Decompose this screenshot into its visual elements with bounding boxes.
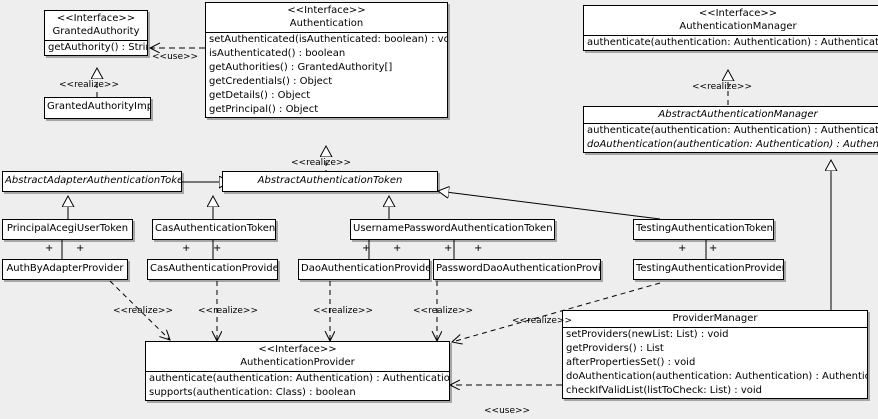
operation: setProviders(newList: List) : void <box>566 329 729 340</box>
edge-label-use-granted-authority: <<use>> <box>152 52 199 62</box>
edge-label-realize-cas-authentication-provider: <<realize>> <box>198 306 258 316</box>
class-header: <<Interface>> Authentication <box>206 3 447 32</box>
multiplicity-mark: + <box>76 243 85 254</box>
class-name: PrincipalAcegiUserToken <box>6 223 129 234</box>
class-name: Authentication <box>289 18 364 29</box>
class-header: <<Interface>> GrantedAuthority <box>45 11 147 40</box>
class-name: AuthByAdapterProvider <box>6 263 124 274</box>
class-name: GrantedAuthorityImpl <box>47 101 151 112</box>
stereotype-label: <<Interface>> <box>56 13 136 24</box>
class-name: GrantedAuthority <box>52 26 140 37</box>
class-name: ProviderManager <box>672 313 758 324</box>
class-name: AbstractAdapterAuthenticationToken <box>5 175 182 186</box>
class-authentication-manager[interactable]: <<Interface>> AuthenticationManager auth… <box>583 5 878 51</box>
operation: setAuthenticated(isAuthenticated: boolea… <box>209 34 448 45</box>
operations-compartment: authenticate(authentication: Authenticat… <box>584 35 878 50</box>
operation: getAuthority() : String <box>48 42 148 53</box>
operation: getPrincipal() : Object <box>209 104 319 115</box>
multiplicity-mark: + <box>213 243 222 254</box>
class-abstract-adapter-authentication-token[interactable]: AbstractAdapterAuthenticationToken <box>2 171 182 192</box>
edge-label-realize-password-dao-authentication-provider: <<realize>> <box>413 306 473 316</box>
multiplicity-mark: + <box>45 243 54 254</box>
class-cas-authentication-token[interactable]: CasAuthenticationToken <box>152 219 276 240</box>
operations-compartment: authenticate(authentication: Authenticat… <box>584 123 878 152</box>
class-header: ProviderManager <box>563 311 867 327</box>
edge-label-realize-testing-authentication-provider: <<realize>> <box>512 316 572 326</box>
multiplicity-mark: + <box>393 243 402 254</box>
operation: authenticate(authentication: Authenticat… <box>587 37 878 48</box>
class-header: AbstractAuthenticationManager <box>584 107 878 123</box>
multiplicity-mark: + <box>678 243 687 254</box>
class-granted-authority[interactable]: <<Interface>> GrantedAuthority getAuthor… <box>44 10 148 56</box>
class-provider-manager[interactable]: ProviderManager setProviders(newList: Li… <box>562 310 868 399</box>
stereotype-label: <<Interface>> <box>287 5 366 16</box>
class-testing-authentication-provider[interactable]: TestingAuthenticationProvider <box>633 259 784 280</box>
class-name: DaoAuthenticationProvider <box>301 263 430 274</box>
operation: authenticate(authentication: Authenticat… <box>587 125 878 136</box>
operations-compartment: setAuthenticated(isAuthenticated: boolea… <box>206 32 447 117</box>
class-abstract-authentication-token[interactable]: AbstractAuthenticationToken <box>222 171 438 192</box>
operation: afterPropertiesSet() : void <box>566 357 696 368</box>
operations-compartment: getAuthority() : String <box>45 40 147 55</box>
multiplicity-mark: + <box>444 243 453 254</box>
stereotype-label: <<Interface>> <box>698 8 778 19</box>
operation: getCredentials() : Object <box>209 76 333 87</box>
operation: checkIfValidList(listToCheck: List) : vo… <box>566 385 763 396</box>
multiplicity-mark: + <box>362 243 371 254</box>
edge-label-realize-abstract-authentication-token: <<realize>> <box>291 158 351 168</box>
multiplicity-mark: + <box>182 243 191 254</box>
stereotype-label: <<Interface>> <box>258 344 337 355</box>
operation: getProviders() : List <box>566 343 664 354</box>
class-name: CasAuthenticationProvider <box>150 263 278 274</box>
multiplicity-mark: + <box>709 243 718 254</box>
operations-compartment: setProviders(newList: List) : void getPr… <box>563 327 867 398</box>
class-dao-authentication-provider[interactable]: DaoAuthenticationProvider <box>298 259 430 280</box>
edge-label-realize-dao-authentication-provider: <<realize>> <box>313 306 373 316</box>
class-header: <<Interface>> AuthenticationManager <box>584 6 878 35</box>
class-name: CasAuthenticationToken <box>155 223 276 234</box>
class-principal-acegi-user-token[interactable]: PrincipalAcegiUserToken <box>2 219 133 240</box>
class-granted-authority-impl[interactable]: GrantedAuthorityImpl <box>44 97 151 119</box>
class-abstract-authentication-manager[interactable]: AbstractAuthenticationManager authentica… <box>583 106 878 153</box>
operations-compartment: authenticate(authentication: Authenticat… <box>146 371 449 400</box>
edge-label-realize-auth-by-adapter-provider: <<realize>> <box>113 306 173 316</box>
class-username-password-authentication-token[interactable]: UsernamePasswordAuthenticationToken <box>350 219 555 240</box>
class-authentication[interactable]: <<Interface>> Authentication setAuthenti… <box>205 2 448 118</box>
class-header: <<Interface>> AuthenticationProvider <box>146 342 449 371</box>
class-name: AuthenticationProvider <box>240 357 355 368</box>
edge-label-realize-abstract-authentication-manager: <<realize>> <box>692 82 752 92</box>
operation: getDetails() : Object <box>209 90 311 101</box>
operation: supports(authentication: Class) : boolea… <box>149 387 356 398</box>
class-password-dao-authentication-provider[interactable]: PasswordDaoAuthenticationProvider <box>433 259 601 280</box>
class-cas-authentication-provider[interactable]: CasAuthenticationProvider <box>147 259 278 280</box>
class-name: TestingAuthenticationToken <box>636 223 774 234</box>
operation: getAuthorities() : GrantedAuthority[] <box>209 62 393 73</box>
operation: doAuthentication(authentication: Authent… <box>587 139 878 150</box>
class-name: TestingAuthenticationProvider <box>636 263 784 274</box>
edge-generalize-testing-authentication-token <box>438 191 661 220</box>
class-name: AbstractAuthenticationManager <box>658 109 818 120</box>
class-name: AuthenticationManager <box>679 21 797 32</box>
operation: isAuthenticated() : boolean <box>209 48 346 59</box>
operation: doAuthentication(authentication: Authent… <box>566 371 868 382</box>
operation: authenticate(authentication: Authenticat… <box>149 373 450 384</box>
class-name: UsernamePasswordAuthenticationToken <box>353 223 553 234</box>
edge-label-realize-granted-authority-impl: <<realize>> <box>59 80 119 90</box>
class-authentication-provider[interactable]: <<Interface>> AuthenticationProvider aut… <box>145 341 450 401</box>
multiplicity-mark: + <box>474 243 483 254</box>
class-auth-by-adapter-provider[interactable]: AuthByAdapterProvider <box>2 259 128 280</box>
edge-label-use-provider-manager: <<use>> <box>484 406 531 416</box>
class-name: AbstractAuthenticationToken <box>257 175 403 186</box>
class-name: PasswordDaoAuthenticationProvider <box>436 263 601 274</box>
class-testing-authentication-token[interactable]: TestingAuthenticationToken <box>633 219 774 240</box>
